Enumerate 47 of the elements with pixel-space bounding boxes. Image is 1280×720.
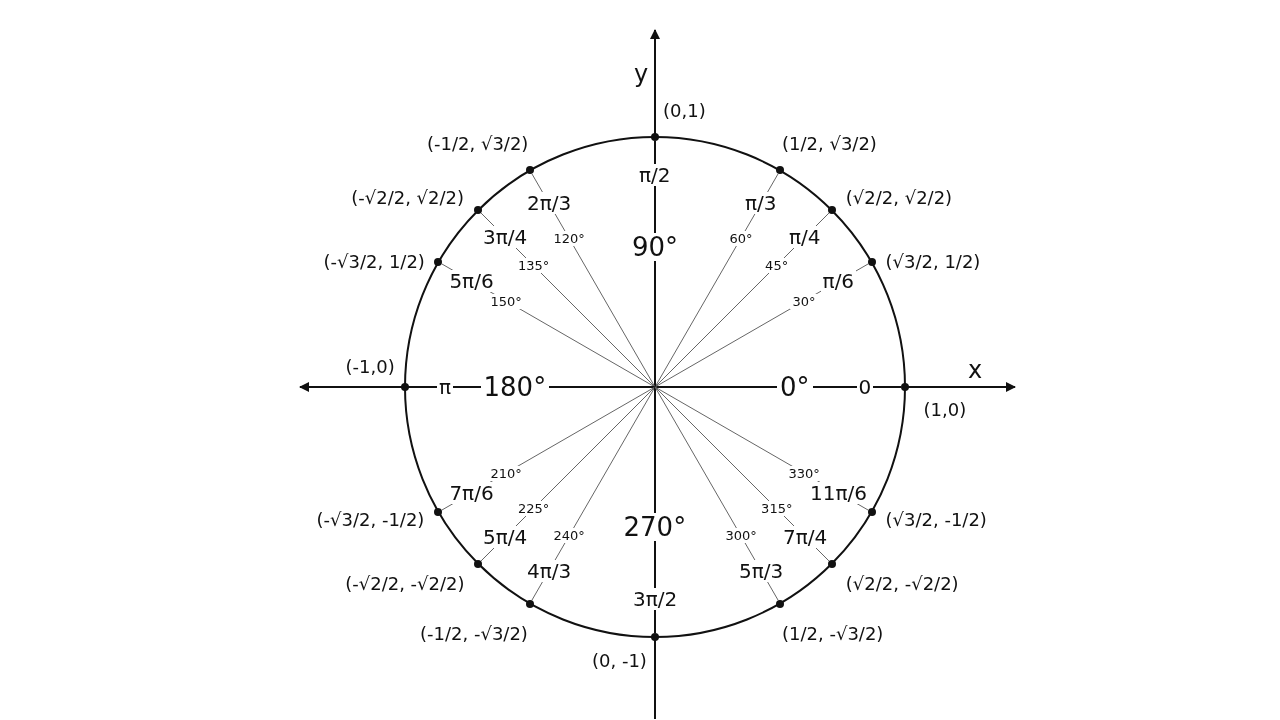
coordinate-label: (√3/2, 1/2) (885, 253, 981, 271)
point-dot (434, 508, 443, 516)
point-dot (434, 258, 443, 266)
coordinate-label: (-√3/2, 1/2) (323, 253, 425, 271)
coordinate-label: (-√2/2, √2/2) (351, 189, 465, 208)
angle-label: 5π/4 (481, 525, 530, 548)
coordinate-label: (-√2/2, -√2/2) (345, 574, 465, 593)
coordinate-label: (1/2, √3/2) (782, 135, 877, 154)
axis-label: y (634, 62, 649, 86)
edge-label: 60° (727, 230, 755, 246)
coordinate-label: (√2/2, -√2/2) (845, 574, 959, 593)
coordinate-label: (√2/2, √2/2) (845, 189, 953, 208)
edge-label: 240° (551, 528, 587, 544)
angle-label: π/6 (820, 270, 857, 292)
coordinate-label: (√3/2, -1/2) (885, 511, 987, 529)
point-dot (474, 206, 483, 215)
point-dot (827, 559, 836, 568)
edge-label: 30° (790, 293, 818, 309)
point-dot (776, 599, 784, 608)
axis-label: x (968, 358, 983, 382)
point-dot (474, 559, 483, 568)
edge-label: 120° (551, 230, 587, 246)
edge-label: 330° (786, 465, 822, 481)
coordinate-label: (-1/2, -√3/2) (420, 624, 528, 643)
coordinate-label: (-1,0) (345, 358, 395, 376)
point-dot (526, 166, 534, 175)
point-dot (867, 508, 876, 516)
point-dot (651, 133, 659, 141)
coordinate-label: (1,0) (923, 401, 967, 419)
edge-label: 315° (759, 501, 795, 517)
coordinate-label: (0, -1) (592, 652, 647, 670)
edge-label: 150° (488, 293, 524, 309)
point-dot (776, 166, 784, 175)
point-dot (526, 599, 534, 608)
point-dot (401, 383, 409, 391)
edge-label: 210° (488, 465, 524, 481)
point-dot (827, 206, 836, 215)
coordinate-label: (0,1) (663, 102, 706, 120)
coordinate-label: (-1/2, √3/2) (427, 135, 529, 154)
point-dot (867, 258, 876, 266)
point-dot (651, 633, 659, 641)
coordinate-label: (1/2, -√3/2) (782, 624, 884, 643)
coordinate-label: (-√3/2, -1/2) (316, 511, 425, 529)
edge-label: 300° (723, 528, 759, 544)
point-dot (901, 383, 909, 391)
angle-label: 3π/4 (481, 226, 530, 249)
angle-label: π/4 (786, 226, 823, 249)
